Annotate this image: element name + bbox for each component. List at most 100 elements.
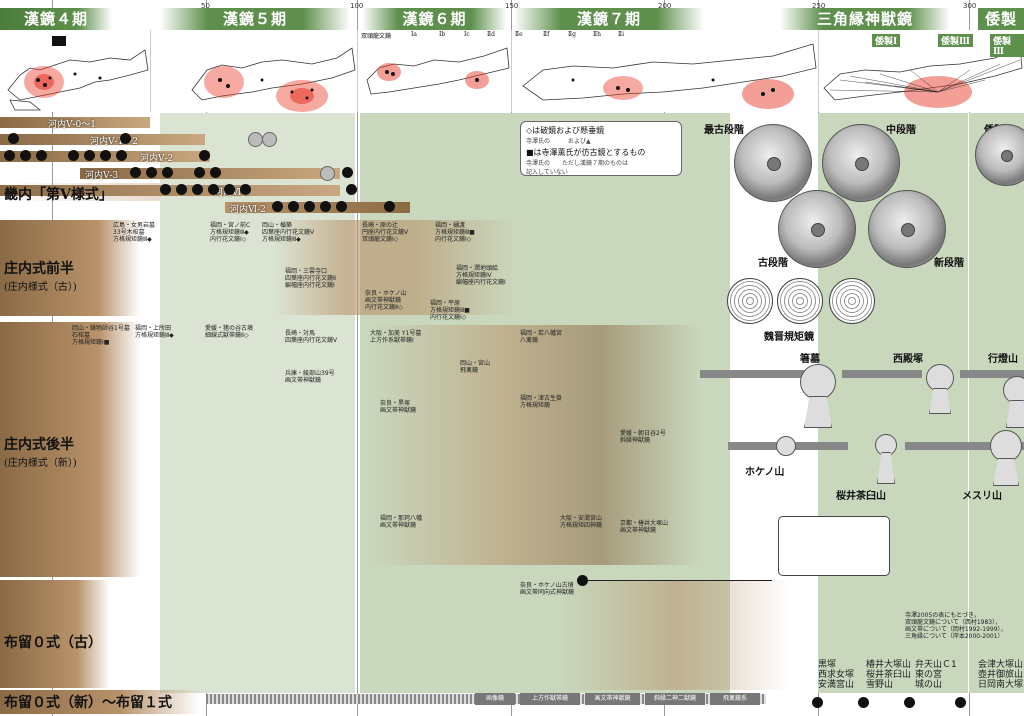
mirror-dot xyxy=(130,167,141,178)
keyhole-tomb-nishitonozuka xyxy=(926,364,954,392)
phase-han5: 漢鏡５期 xyxy=(160,8,350,30)
mirror-dot xyxy=(272,201,283,212)
kawachi-bar-label: 河内Ⅴ-1～2 xyxy=(90,137,138,147)
site-note: 福岡・樋渡 方格規矩鏡Ⅲ■ 内行花文鏡Ⅰ◇ xyxy=(435,222,475,243)
site-note: 大阪・加美 Y1号墓 上方作系獣帯鏡Ⅰ xyxy=(370,330,422,344)
site-list-box xyxy=(778,516,890,576)
site-note: 長崎・原の辻 円座内行花文鏡Ⅴ 双頭龍文鏡Ⅰ◇ xyxy=(362,222,409,243)
kawachi-bar-label: 河内Ⅴ-3 xyxy=(85,171,119,181)
mirror-dot xyxy=(4,150,15,161)
weijin-mirror xyxy=(829,278,875,324)
legend-box: ◇は破鏡および懸垂鏡 寺澤氏の および▲ ■は寺澤薫氏が仿古鏡とするもの 寺澤氏… xyxy=(520,121,682,176)
weijin-mirror xyxy=(727,278,773,324)
period-furu-old: 布留０式（古） xyxy=(4,635,102,651)
map-label: Ⅱg xyxy=(568,31,576,38)
site-note: 兵庫・綾部山39号 画文帯神獣鏡 xyxy=(285,370,335,384)
legend-line1: ◇は破鏡および懸垂鏡 xyxy=(526,126,605,135)
bottom-tomb-group: 会津大塚山 壺井御旅山 日岡南大塚山 xyxy=(978,660,1024,690)
site-note: 福岡・潤地頭給 方格規矩鏡Ⅳ 編幅座内行花文鏡Ⅰ xyxy=(456,265,506,286)
bottom-strip-label: 斜縁二神二獣鏡 xyxy=(645,693,705,705)
map-label: Ⅰb xyxy=(439,31,446,38)
bottom-tomb-group: 弁天山Ｃ1 東の宮 城の山 xyxy=(915,660,957,690)
sankaku-mirror-middle xyxy=(822,124,900,202)
distribution-map-han6: 双頭龍文鏡 Ⅰa Ⅰb Ⅰc Ⅱd xyxy=(359,30,512,112)
period-furu-new-band xyxy=(0,690,200,714)
mirror-dot xyxy=(320,201,331,212)
tomb-dot xyxy=(858,697,869,708)
period-shonai-late: 庄内式後半 (庄内様式（新）) xyxy=(4,434,77,469)
site-note: 福岡・若八幡宮 八禽鏡 xyxy=(520,330,563,344)
sankaku-mirror-oldest xyxy=(734,124,812,202)
scale-line xyxy=(357,0,358,716)
map-label: 倭製Ⅲ xyxy=(938,34,973,47)
mirror-dot xyxy=(84,150,95,161)
wasei-mirror xyxy=(975,124,1024,186)
period-shonai-early-label: 庄内式前半 xyxy=(4,261,74,277)
map-label: Ⅰa xyxy=(411,31,417,38)
site-note: 愛媛・猪の谷古墳 細線式獣帯鏡Ⅱ◇ xyxy=(205,325,254,339)
tomb-hashihaka-label: 箸墓 xyxy=(800,354,820,365)
broken-mirror-dot xyxy=(248,132,263,147)
site-note: 寺澤2005の表にもとづき， 双頭龍文鏡について（西村1983）， 画文帯につい… xyxy=(905,612,1007,640)
phase-han4: 漢鏡４期 xyxy=(0,8,112,30)
distribution-map-sankaku: 倭製Ⅰ 倭製Ⅲ 倭製Ⅲ xyxy=(820,30,1024,112)
period-furu-old-band xyxy=(0,580,110,688)
bottom-tomb-group: 椿井大塚山 桜井茶臼山 雪野山 xyxy=(866,660,912,690)
map-label: 双頭龍文鏡 xyxy=(361,33,392,40)
bottom-strip-label: 画文帯神獣鏡 xyxy=(585,693,640,705)
site-note: 福岡・平原 方格規矩鏡Ⅲ■ 内行花文鏡Ⅰ◇ xyxy=(430,300,470,321)
weijin-label: 魏晋規矩鏡 xyxy=(764,332,814,343)
mirror-dot xyxy=(224,184,235,195)
broken-mirror-dot xyxy=(262,132,277,147)
keyhole-tomb-hashihaka-front xyxy=(804,396,832,428)
period-kinai: 畿内「第Ⅴ様式」 xyxy=(4,187,113,203)
map-label: Ⅱd xyxy=(487,31,495,38)
stage-new-label: 新段階 xyxy=(934,258,964,269)
kawachi-bar xyxy=(0,134,205,145)
distribution-map-han5 xyxy=(152,30,358,112)
mirror-dot xyxy=(160,184,171,195)
phase-wasei: 倭製 xyxy=(978,8,1024,30)
period-shonai-early-band xyxy=(0,220,140,316)
kawachi-bar-label: 河内Ⅴ-0～1 xyxy=(48,120,96,130)
bottom-strip-label: 上方作獣帯鏡 xyxy=(520,693,580,705)
broken-mirror-dot xyxy=(320,166,335,181)
mirror-dot xyxy=(192,184,203,195)
scale-tick: 150 xyxy=(505,2,519,10)
tomb-span-bar xyxy=(842,370,922,378)
site-area xyxy=(370,325,700,565)
legend-line2-sub: 寺澤氏の ただし漢鏡７期のものは 記入していない xyxy=(526,160,629,176)
site-note: 福岡・三雲寺口 四葉座内行花文鏡Ⅱ 編幅座内行花文鏡Ⅰ xyxy=(285,268,336,289)
site-note: 京都・椿井大塚山 画文帯神獣鏡 xyxy=(620,520,669,534)
tomb-andonyama-label: 行燈山 xyxy=(988,354,1018,365)
stage-middle-label: 中段階 xyxy=(886,125,916,136)
site-note: 長崎・対馬 四葉座内行花文鏡Ⅴ xyxy=(285,330,338,344)
phase-han7: 漢鏡７期 xyxy=(514,8,704,30)
mirror-dot xyxy=(162,167,173,178)
site-note: 広島・女男岩墓 33号木棺墓 方格規矩鏡Ⅲ◆ xyxy=(113,222,156,243)
phase-sankaku: 三角縁神獣鏡 xyxy=(780,8,950,30)
mirror-dot xyxy=(240,184,251,195)
mirror-dot xyxy=(20,150,31,161)
mirror-dot xyxy=(304,201,315,212)
keyhole-tomb-hokenoyama xyxy=(776,436,796,456)
map-label: 倭製Ⅲ xyxy=(990,34,1024,57)
keyhole-tomb-hashihaka xyxy=(800,364,836,400)
mirror-dot xyxy=(194,167,205,178)
bottom-tomb-group: 黒塚 西求女塚 安満宮山 xyxy=(818,660,855,690)
kawachi-bar xyxy=(0,117,150,128)
mirror-dot xyxy=(208,184,219,195)
site-note: 福岡・上所田 方格規矩鏡Ⅲ◆ xyxy=(135,325,174,339)
map-label: Ⅱf xyxy=(543,31,550,38)
sankaku-mirror-new xyxy=(868,190,946,268)
phase-han6: 漢鏡６期 xyxy=(362,8,507,30)
site-area xyxy=(275,220,415,315)
stage-old-label: 古段階 xyxy=(758,258,788,269)
mirror-dot xyxy=(336,201,347,212)
kawachi-bar-label: 河内Ⅴ-2 xyxy=(140,154,174,164)
mirror-dot xyxy=(199,150,210,161)
mirror-dot xyxy=(346,184,357,195)
mirror-dot xyxy=(288,201,299,212)
site-note: 奈良・黒塚 画文帯神獣鏡 xyxy=(380,400,417,414)
mirror-dot xyxy=(120,133,131,144)
